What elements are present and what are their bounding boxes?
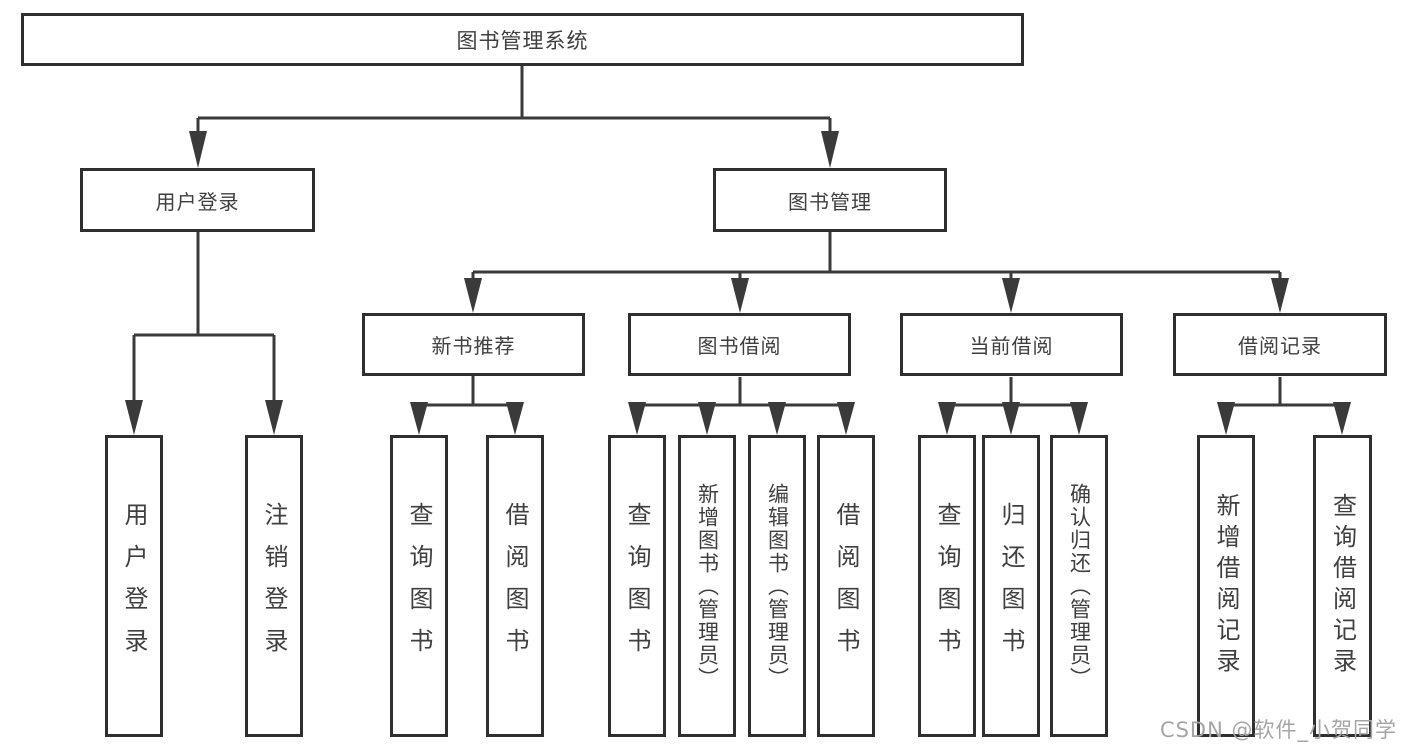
- leaf-borrow-book: 借阅图书: [817, 435, 875, 737]
- leaf-add-borrow-record: 新增借阅记录: [1197, 435, 1255, 737]
- leaf-return-book: 归还图书: [982, 435, 1040, 737]
- node-book-management: 图书管理: [713, 168, 947, 232]
- leaf-logout: 注销登录: [245, 435, 303, 737]
- leaf-query-book-current: 查询图书: [918, 435, 976, 737]
- csdn-watermark: CSDN @软件_小贺同学: [1159, 718, 1397, 742]
- leaf-confirm-return-admin: 确认归还（管理员）: [1050, 435, 1108, 737]
- connector-book-borrow-children: [635, 377, 848, 428]
- node-user-login: 用户登录: [80, 168, 315, 232]
- leaf-query-borrow-record: 查询借阅记录: [1313, 435, 1372, 737]
- node-current-borrow: 当前借阅: [900, 313, 1123, 376]
- node-root: 图书管理系统: [21, 13, 1024, 66]
- leaf-query-book-recommend: 查询图书: [390, 435, 448, 737]
- leaf-borrow-book-recommend: 借阅图书: [486, 435, 544, 737]
- node-new-book-recommend: 新书推荐: [362, 313, 585, 376]
- connector-user-login-children: [132, 232, 276, 428]
- leaf-add-book-admin: 新增图书（管理员）: [678, 435, 736, 737]
- leaf-user-login: 用户登录: [105, 435, 163, 737]
- connector-root-to-level2: [196, 66, 832, 162]
- leaf-query-book-borrow: 查询图书: [608, 435, 666, 737]
- connector-book-mgmt-children: [471, 232, 1282, 306]
- node-borrow-record: 借阅记录: [1173, 313, 1387, 376]
- leaf-edit-book-admin: 编辑图书（管理员）: [748, 435, 806, 737]
- node-book-borrow: 图书借阅: [628, 313, 851, 376]
- arrowheads: [125, 131, 1351, 435]
- connector-new-book-rec-children: [417, 376, 517, 428]
- connector-borrow-record-children: [1224, 377, 1344, 428]
